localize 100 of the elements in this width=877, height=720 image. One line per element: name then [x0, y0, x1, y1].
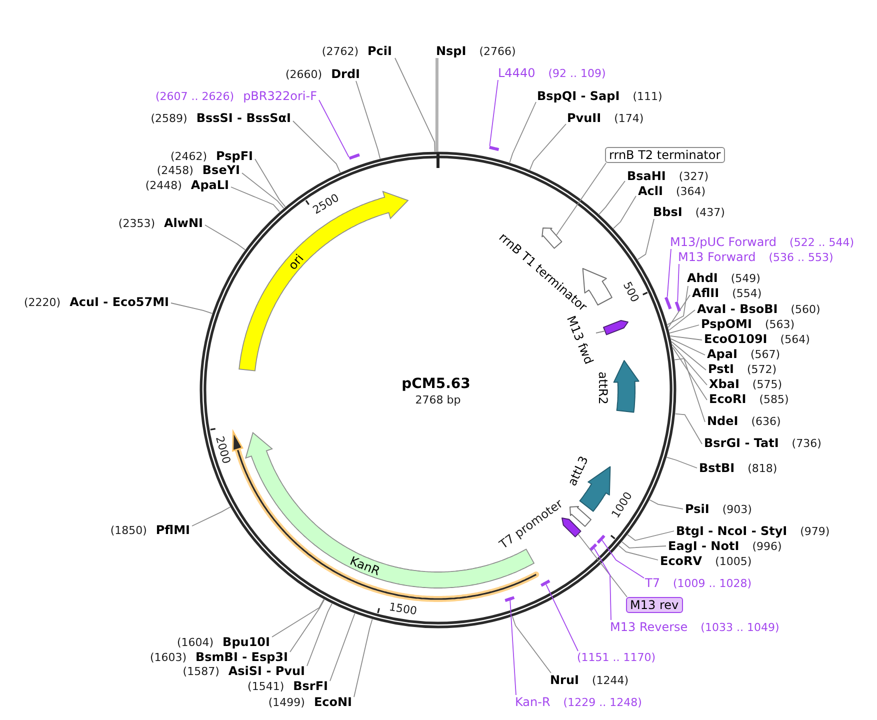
primer-binding-symbol [603, 320, 628, 336]
leader-line [290, 599, 325, 652]
primer-range: (1033 .. 1049) [700, 621, 780, 635]
enzyme-name: PciI [368, 44, 392, 58]
leader-line [596, 330, 606, 334]
enzyme-name: AhdI [687, 271, 718, 285]
site-position: (1850) [110, 524, 147, 538]
primer-range: (2607 .. 2626) [156, 90, 234, 104]
leader-line [637, 218, 654, 260]
leader-line [618, 545, 658, 560]
enzyme-name: EcoNI [314, 695, 352, 709]
enzyme-name: BspQI - SapI [537, 89, 620, 103]
site-position: (563) [764, 318, 795, 332]
enzyme-name: EcoRI [709, 392, 746, 406]
site-position: (1604) [176, 636, 214, 650]
leader-line [318, 100, 350, 158]
leader-line [672, 346, 708, 400]
promoter-symbol [570, 506, 592, 527]
leader-line [598, 180, 626, 215]
callout-box [605, 147, 725, 163]
leader-line [512, 616, 552, 674]
leader-line [670, 338, 706, 356]
leader-line [435, 58, 438, 152]
site-position: (2462) [170, 150, 208, 164]
enzyme-name: EagI - NotI [668, 539, 740, 553]
enzyme-name: BssSI - BssSαI [196, 111, 291, 125]
tick-label: 2000 [214, 434, 232, 465]
sequence-length: 2768 bp [415, 394, 461, 406]
plasmid-name: pCM5.63 [402, 377, 470, 391]
leader-line [649, 499, 684, 510]
enzyme-name: Bpu10I [222, 635, 270, 649]
leader-line [671, 341, 706, 370]
enzyme-name: BbsI [653, 205, 682, 219]
leader-line [627, 530, 674, 541]
primer-site-mark [596, 534, 606, 544]
enzyme-name: XbaI [709, 377, 740, 391]
enzyme-name: BsaHI [627, 169, 666, 183]
site-position: (2458) [156, 164, 194, 178]
leader-line [602, 540, 644, 578]
enzyme-name: BtgI - NcoI - StyI [676, 524, 788, 538]
primer-name: M13/pUC Forward [670, 235, 777, 249]
site-position: (2448) [145, 179, 182, 193]
enzyme-name: DrdI [331, 67, 360, 81]
enzyme-name: NruI [550, 673, 579, 687]
leader-line [306, 603, 332, 666]
site-position: (1499) [268, 696, 305, 710]
enzyme-name: BsrGI - TatI [704, 436, 779, 450]
primer-range: (522 .. 544) [790, 236, 854, 250]
terminator-symbol [542, 228, 562, 249]
enzyme-name: PsiI [685, 502, 710, 516]
site-position: (560) [790, 303, 820, 317]
site-position: (1005) [715, 555, 752, 569]
leader-line [621, 541, 666, 548]
primer-binding-symbol [562, 518, 582, 538]
site-position: (903) [722, 503, 752, 517]
leader-line [670, 335, 702, 340]
leader-line [354, 618, 373, 698]
primer-range: (92 .. 109) [548, 67, 606, 81]
leader-line [668, 294, 690, 328]
att-site-symbol [613, 360, 640, 413]
leader-line [272, 598, 324, 638]
site-position: (736) [792, 437, 822, 451]
leader-line [674, 413, 702, 444]
leader-line [509, 102, 536, 163]
leader-line [578, 534, 628, 598]
site-position: (2353) [118, 217, 155, 231]
callout-box [626, 597, 683, 613]
site-position: (2220) [24, 296, 61, 310]
primer-site-mark [589, 543, 598, 552]
leader-line [192, 506, 231, 526]
leader-line [529, 124, 566, 170]
primer-range: (1229 .. 1248) [563, 696, 642, 710]
enzyme-name: PspOMI [701, 317, 752, 331]
enzyme-name: EcoO109I [704, 332, 768, 346]
enzyme-name: NspI [436, 44, 466, 58]
site-position: (2660) [285, 68, 322, 82]
site-position: (2589) [150, 112, 188, 126]
site-position: (174) [614, 112, 644, 126]
site-position: (1541) [248, 680, 284, 694]
site-position: (996) [752, 540, 782, 554]
site-position: (567) [750, 348, 780, 362]
leader-line [669, 324, 700, 334]
leader-line [356, 80, 381, 160]
primer-site-mark [348, 153, 360, 160]
enzyme-name: BsrFI [293, 679, 328, 693]
primer-name: T7 [645, 576, 660, 590]
site-position: (111) [632, 90, 662, 104]
primer-name: pBR322ori-F [243, 89, 317, 103]
leader-line [292, 120, 341, 173]
site-position: (979) [800, 525, 830, 539]
leader-line [666, 248, 672, 298]
site-position: (564) [780, 333, 810, 347]
enzyme-name: AflII [692, 286, 720, 300]
site-position: (437) [695, 206, 725, 220]
enzyme-name: BsmBI - Esp3I [196, 650, 288, 664]
site-position: (575) [752, 378, 782, 392]
primer-name: M13 Forward [678, 250, 756, 264]
primer-name: Kan-R [515, 695, 550, 709]
site-position: (2762) [322, 45, 358, 59]
leader-line [394, 58, 436, 152]
